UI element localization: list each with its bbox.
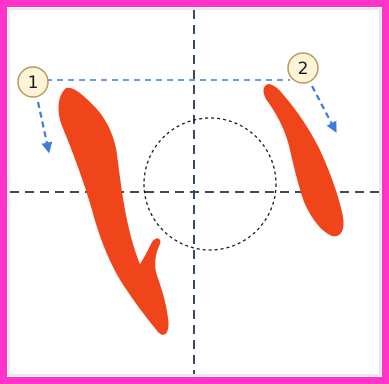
stroke-2-direction-arrow bbox=[311, 85, 337, 133]
step-marker-1-label: 1 bbox=[28, 73, 39, 93]
step-marker-1: 1 bbox=[17, 66, 49, 98]
center-guide-circle bbox=[143, 117, 277, 251]
stroke-2-shape bbox=[263, 84, 344, 237]
stroke-1-direction-arrow bbox=[36, 101, 53, 154]
stroke-1-shape bbox=[58, 87, 169, 335]
step-marker-2-label: 2 bbox=[298, 59, 309, 79]
step-marker-1-circle bbox=[17, 66, 49, 98]
step-marker-2-circle bbox=[287, 52, 319, 84]
step-marker-2: 2 bbox=[287, 52, 319, 84]
inner-frame bbox=[8, 8, 381, 376]
